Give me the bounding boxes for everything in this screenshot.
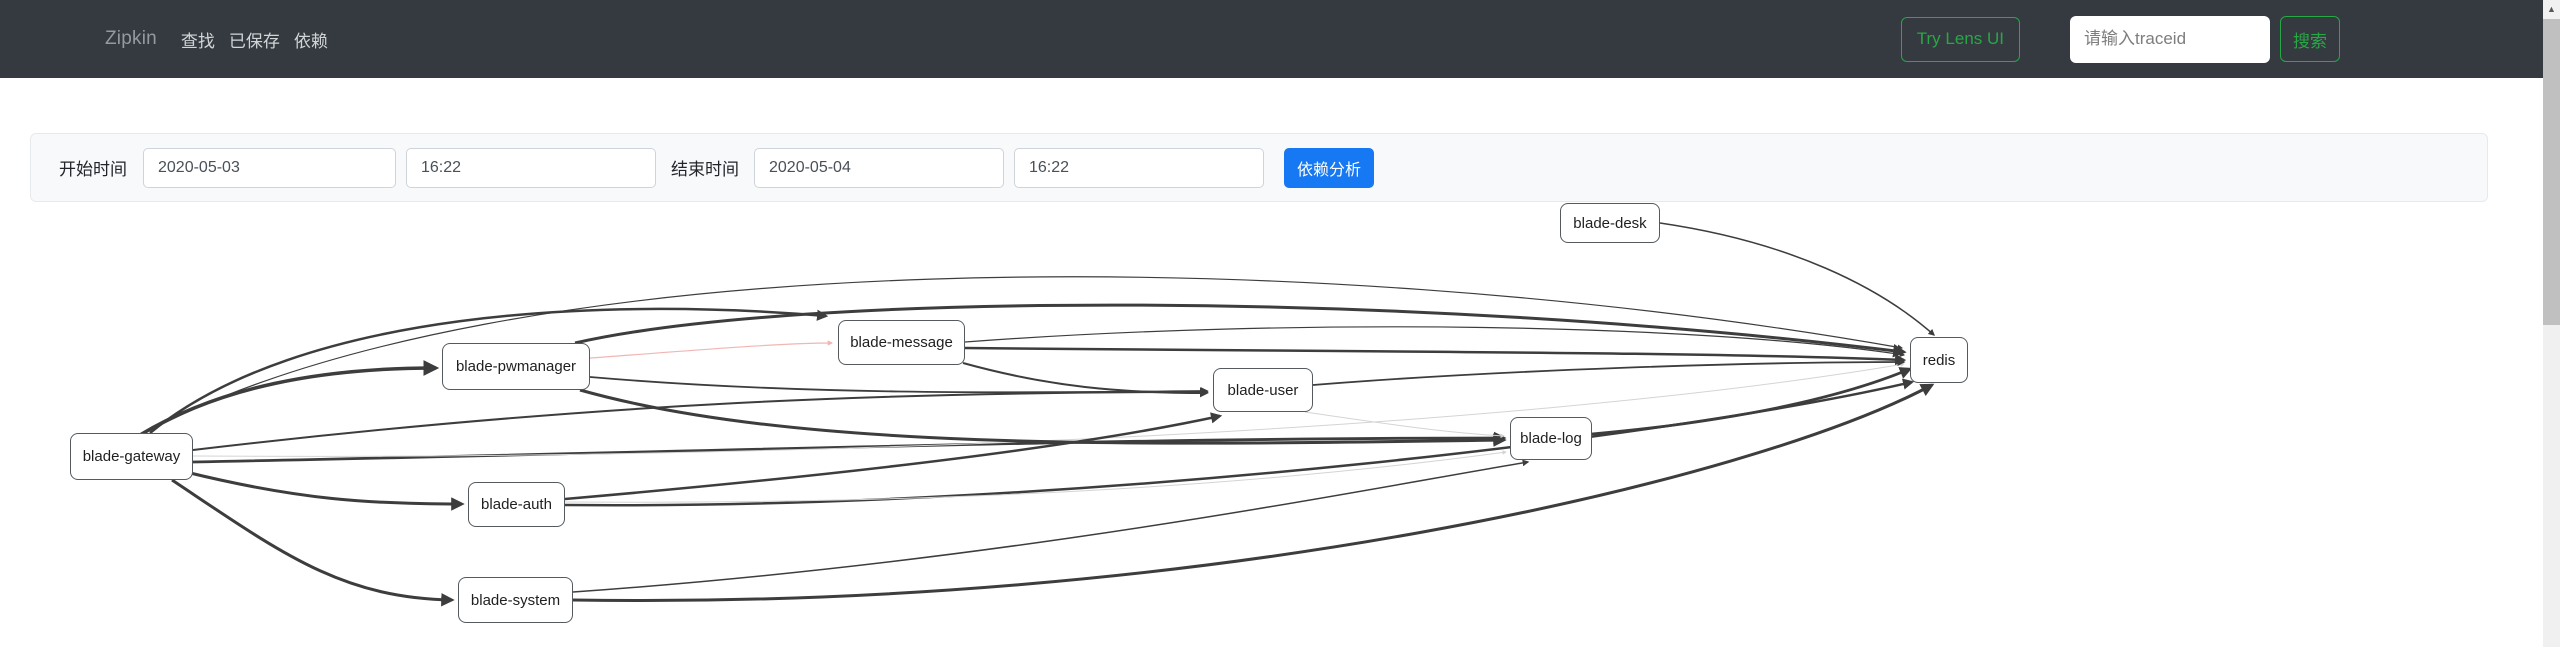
service-node-blade-gateway[interactable]: blade-gateway: [70, 433, 193, 480]
service-node-blade-desk[interactable]: blade-desk: [1560, 203, 1660, 243]
service-node-blade-log[interactable]: blade-log: [1510, 417, 1592, 460]
edge-blade-desk-to-redis[interactable]: [1659, 222, 1936, 336]
edge-blade-gateway-to-blade-system[interactable]: [171, 478, 455, 607]
edge-blade-gateway-to-redis[interactable]: [144, 276, 1904, 434]
navbar-right-group: Try Lens UI 搜索: [1900, 15, 2340, 63]
start-time-input[interactable]: [406, 147, 656, 188]
edge-blade-gateway-to-blade-message[interactable]: [149, 307, 829, 434]
edge-blade-message-to-redis[interactable]: [964, 346, 1907, 366]
nav-item-dependencies[interactable]: 依赖: [293, 31, 328, 51]
edge-blade-log-to-redis[interactable]: [1591, 367, 1913, 436]
edge-blade-gateway-to-blade-pwmanager[interactable]: [139, 360, 440, 437]
edge-blade-pwmanager-to-redis[interactable]: [574, 303, 1907, 358]
service-node-blade-user[interactable]: blade-user: [1213, 368, 1313, 412]
vertical-scrollbar[interactable]: ▲: [2543, 0, 2560, 647]
nav-links: 查找已保存依赖: [174, 27, 335, 52]
service-node-blade-pwmanager[interactable]: blade-pwmanager: [442, 343, 590, 390]
start-time-label: 开始时间: [59, 160, 127, 179]
end-time-input[interactable]: [1014, 147, 1264, 188]
edge-blade-gateway-to-blade-auth[interactable]: [185, 470, 465, 511]
edge-blade-pwmanager-to-blade-log[interactable]: [579, 388, 1507, 447]
scrollbar-up-arrow-icon[interactable]: ▲: [2543, 0, 2560, 18]
edge-blade-system-to-redis[interactable]: [572, 383, 1935, 603]
scrollbar-thumb[interactable]: [2543, 19, 2560, 325]
edge-blade-gateway-to-redis[interactable]: [192, 362, 1905, 457]
try-lens-ui-button[interactable]: Try Lens UI: [1900, 16, 2020, 62]
edge-blade-message-to-blade-user[interactable]: [962, 362, 1209, 398]
nav-item-saved[interactable]: 已保存: [228, 31, 280, 51]
service-node-redis[interactable]: redis: [1910, 337, 1968, 383]
traceid-search-input[interactable]: [2070, 15, 2270, 63]
dependency-graph: blade-desk blade-gateway blade-pwmanager bl…: [0, 202, 2543, 647]
edge-blade-auth-to-blade-user[interactable]: [564, 412, 1223, 501]
start-date-input[interactable]: [143, 147, 396, 188]
edge-blade-user-to-blade-log[interactable]: [1304, 411, 1505, 439]
edge-blade-system-to-blade-log[interactable]: [572, 459, 1530, 593]
service-node-blade-auth[interactable]: blade-auth: [468, 482, 565, 527]
edge-blade-gateway-to-blade-log[interactable]: [192, 431, 1507, 464]
edge-blade-pwmanager-to-blade-user[interactable]: [589, 376, 1209, 396]
edge-blade-pwmanager-to-blade-message[interactable]: [589, 340, 834, 359]
dependency-analyze-button[interactable]: 依赖分析: [1284, 147, 1374, 188]
service-node-blade-message[interactable]: blade-message: [838, 320, 965, 365]
end-time-label: 结束时间: [671, 160, 739, 179]
filter-panel: 开始时间 结束时间 依赖分析: [30, 133, 2488, 202]
edge-blade-auth-to-blade-log[interactable]: [564, 450, 1507, 503]
nav-item-find[interactable]: 查找: [180, 31, 215, 51]
search-button[interactable]: 搜索: [2280, 16, 2340, 62]
edge-blade-message-to-redis[interactable]: [964, 326, 1906, 358]
service-node-blade-system[interactable]: blade-system: [458, 577, 573, 623]
edge-blade-user-to-redis[interactable]: [1312, 357, 1906, 386]
dependency-graph-edges: [139, 222, 1936, 607]
brand-logo[interactable]: Zipkin: [105, 28, 157, 49]
end-date-input[interactable]: [754, 147, 1004, 188]
